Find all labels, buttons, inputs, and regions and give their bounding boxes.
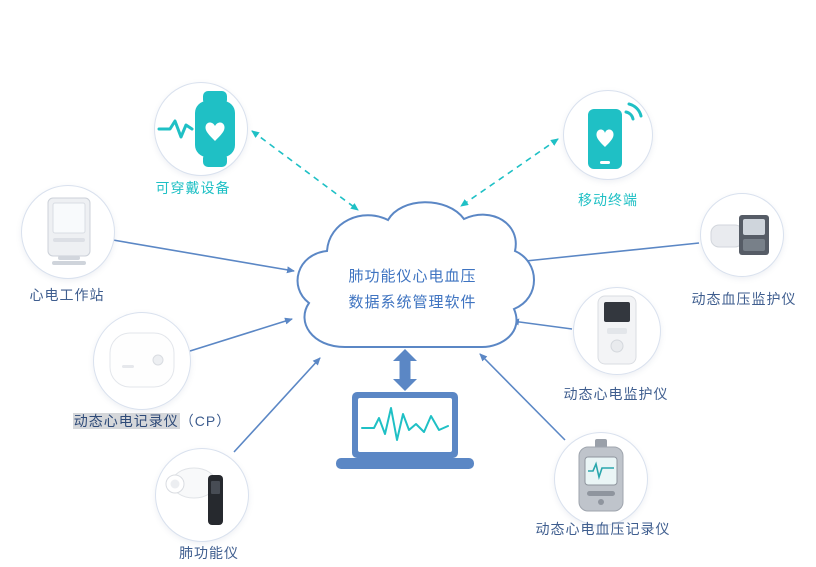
arrow-ecg-bp-recorder-cloud bbox=[479, 353, 566, 441]
cp-recorder-label-suffix: （CP） bbox=[179, 413, 232, 429]
arrow-wearable-cloud bbox=[251, 130, 359, 211]
arrow-mobile-cloud bbox=[460, 138, 559, 207]
holter-monitor-image bbox=[597, 295, 637, 365]
workstation-node bbox=[21, 185, 115, 279]
smartphone-icon bbox=[588, 102, 643, 169]
cp-recorder-label-main: 动态心电记录仪 bbox=[72, 413, 180, 429]
cloud-laptop-double-arrow bbox=[393, 349, 417, 391]
arrow-abp-monitor-cloud bbox=[515, 242, 700, 265]
cp-recorder-label: 动态心电记录仪（CP） bbox=[62, 411, 242, 431]
arrow-spirometer-cloud bbox=[233, 357, 321, 453]
cloud-title: 肺功能仪心电血压 数据系统管理软件 bbox=[310, 264, 515, 316]
mobile-label: 移动终端 bbox=[578, 192, 638, 208]
cloud-title-line2: 数据系统管理软件 bbox=[348, 294, 477, 311]
arrow-cp-recorder-cloud bbox=[189, 317, 293, 352]
abp-monitor-node bbox=[700, 193, 784, 277]
mobile-node bbox=[563, 90, 653, 180]
spirometer-image bbox=[165, 467, 223, 525]
spirometer-node bbox=[155, 448, 249, 542]
ecg-bp-recorder-label: 动态心电血压记录仪 bbox=[535, 521, 671, 537]
spirometer-label: 肺功能仪 bbox=[179, 545, 239, 561]
holter-monitor-label: 动态心电监护仪 bbox=[563, 386, 669, 402]
wearable-node bbox=[154, 82, 248, 176]
cp-recorder-node bbox=[93, 312, 191, 410]
holter-monitor-node bbox=[573, 287, 661, 375]
cloud-title-line1: 肺功能仪心电血压 bbox=[348, 268, 477, 285]
workstation-label: 心电工作站 bbox=[29, 287, 105, 303]
abp-monitor-image bbox=[710, 215, 769, 255]
arrow-workstation-cloud bbox=[112, 239, 295, 274]
ecg-bp-recorder-node bbox=[554, 432, 648, 526]
cp-recorder-image bbox=[109, 332, 175, 388]
ecg-workstation-image bbox=[47, 197, 91, 265]
wearable-label: 可穿戴设备 bbox=[155, 180, 231, 196]
laptop-icon bbox=[336, 392, 474, 469]
smartwatch-icon bbox=[157, 91, 235, 167]
cloud-shape bbox=[296, 201, 535, 348]
abp-monitor-label: 动态血压监护仪 bbox=[691, 291, 797, 307]
arrow-holter-monitor-cloud bbox=[511, 318, 573, 330]
ecg-bp-recorder-image bbox=[578, 439, 624, 512]
